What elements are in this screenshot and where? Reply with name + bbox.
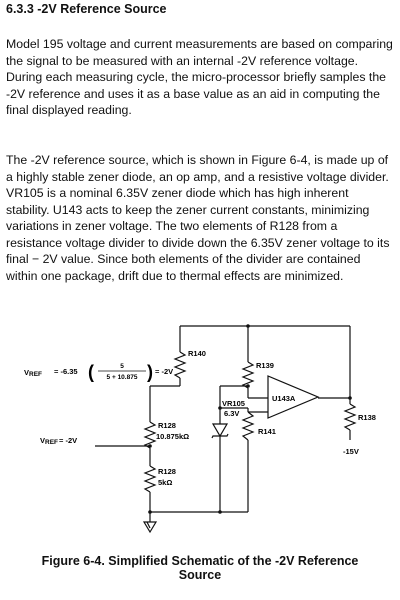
figure-caption: Figure 6-4. Simplified Schematic of the … <box>0 554 400 582</box>
equation-paren-left: ( <box>88 362 94 382</box>
equation-start: = -6.35 <box>54 367 78 376</box>
label-r138: R138 <box>358 413 376 422</box>
schematic-wires <box>95 325 357 534</box>
equation-denominator: 5 + 10.875 <box>107 374 138 381</box>
label-r139: R139 <box>256 361 274 370</box>
label-vref-output: VREF= -2V <box>40 436 77 446</box>
equation-paren-right: ) <box>147 362 153 382</box>
equation-numerator: 5 <box>120 363 124 370</box>
label-vr105-value: 6.3V <box>224 409 239 418</box>
label-r128-top-value: 10.875kΩ <box>156 432 189 441</box>
schematic-dots <box>148 324 352 514</box>
caption-line-2: Source <box>178 568 222 582</box>
label-r141: R141 <box>258 427 276 436</box>
paragraph-2: The -2V reference source, which is shown… <box>6 153 390 283</box>
equation-lhs: VREF <box>24 368 42 378</box>
label-r128-top: R128 <box>158 421 176 430</box>
label-u143a: U143A <box>272 394 296 403</box>
paragraph-1: Model 195 voltage and current measuremen… <box>6 37 393 117</box>
section-heading: 6.3.3 -2V Reference Source <box>6 2 167 16</box>
label-r128-bottom-value: 5kΩ <box>158 478 172 487</box>
label-r128-bottom: R128 <box>158 467 176 476</box>
equation-result: = -2V <box>155 367 173 376</box>
schematic-svg: VREF = -6.35 ( 5 5 + 10.875 ) = -2V R140… <box>24 324 376 534</box>
caption-line-1: Figure 6-4. Simplified Schematic of the … <box>41 554 359 568</box>
label-r140: R140 <box>188 349 206 358</box>
label-vr105: VR105 <box>222 399 245 408</box>
schematic-figure: VREF = -6.35 ( 5 5 + 10.875 ) = -2V R140… <box>0 316 400 544</box>
label-supply: -15V <box>343 447 359 456</box>
